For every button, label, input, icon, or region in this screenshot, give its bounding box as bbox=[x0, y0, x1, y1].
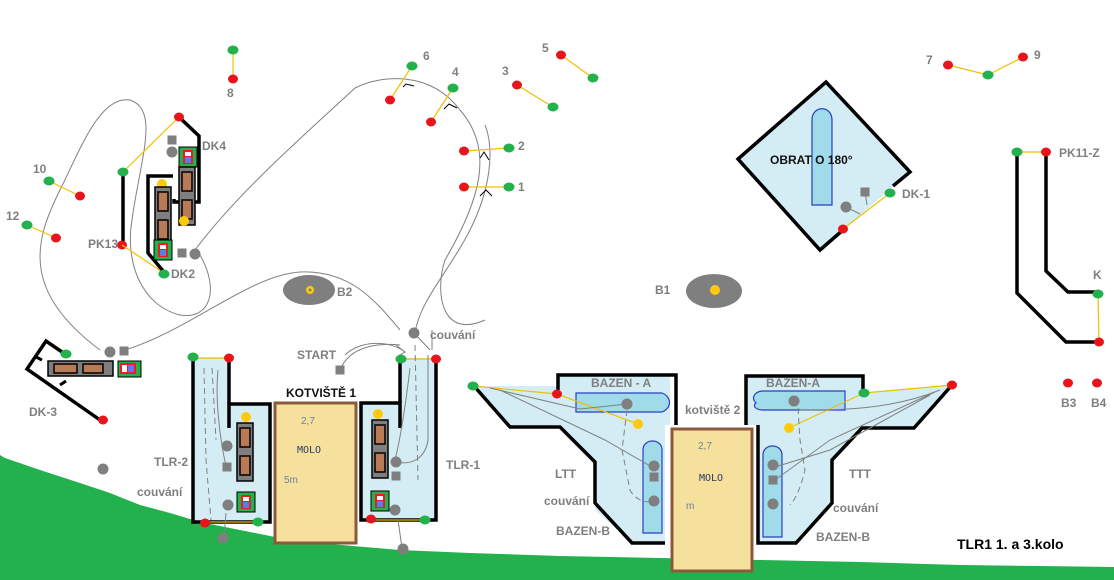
tlr1-label: TLR-1 bbox=[446, 458, 480, 472]
gate-4-label: 4 bbox=[452, 65, 459, 79]
pk13-label: PK13 bbox=[88, 237, 118, 251]
gate-6: 6 bbox=[385, 49, 430, 105]
gate-8: 8 bbox=[227, 45, 239, 100]
tlr1-station: TLR-1 couvání bbox=[359, 327, 480, 555]
gate-10-label: 10 bbox=[33, 162, 47, 176]
b4-label: B4 bbox=[1091, 396, 1107, 410]
marker bbox=[97, 463, 109, 475]
molo2-length: m bbox=[686, 501, 694, 512]
gate-8-label: 8 bbox=[227, 86, 234, 100]
dk4-station: DK4 bbox=[122, 112, 226, 226]
molo1-length: 5m bbox=[284, 475, 298, 486]
right-pool-complex: BAZEN-A TTT couvání BAZEN-B bbox=[744, 374, 957, 545]
gate-1-label: 1 bbox=[518, 180, 525, 194]
pk13-station: PK13 bbox=[88, 167, 165, 274]
dk2-label: DK2 bbox=[171, 267, 195, 281]
gate-2: 2 bbox=[459, 139, 525, 156]
gate-6-label: 6 bbox=[423, 49, 430, 63]
tlr2-couvani: couvání bbox=[137, 485, 183, 499]
tlr2-label: TLR-2 bbox=[154, 455, 188, 469]
gate-9-label: 9 bbox=[1034, 48, 1041, 62]
kotviste2-label: kotviště 2 bbox=[685, 403, 741, 417]
bazen-b-left-label: BAZEN-B bbox=[556, 524, 610, 538]
start-marker: START bbox=[297, 343, 401, 375]
ttt-label: TTT bbox=[849, 467, 872, 481]
molo1-label: MOLO bbox=[297, 445, 321, 456]
obrat-area: OBRAT O 180° DK-1 bbox=[735, 79, 930, 253]
dk2-station: DK2 bbox=[146, 174, 201, 281]
ltt-label: LTT bbox=[555, 467, 577, 481]
left-pool-complex: BAZEN - A LTT couvání BAZEN-B bbox=[467, 373, 678, 545]
pk11z-label: PK11-Z bbox=[1059, 146, 1100, 160]
buoy-b3-b4: B3 B4 bbox=[1061, 378, 1107, 410]
dk1-label: DK-1 bbox=[902, 187, 930, 201]
ltt-couvani: couvání bbox=[544, 494, 590, 508]
k-label: K bbox=[1093, 268, 1102, 282]
gate-3-label: 3 bbox=[502, 64, 509, 78]
bazen-b-right-label: BAZEN-B bbox=[816, 530, 870, 544]
gate-12: 12 bbox=[6, 209, 61, 243]
b1-label: B1 bbox=[655, 283, 671, 297]
gate-12-label: 12 bbox=[6, 209, 20, 223]
b2-label: B2 bbox=[337, 285, 353, 299]
gate-7-label: 7 bbox=[926, 53, 933, 67]
ttt-couvani: couvání bbox=[833, 501, 879, 515]
gate-10: 10 bbox=[33, 162, 85, 201]
molo2-label: MOLO bbox=[699, 473, 723, 484]
gate-1: 1 bbox=[459, 180, 525, 194]
start-label: START bbox=[297, 348, 337, 362]
route-path bbox=[39, 78, 493, 357]
molo-1: KOTVIŠTĚ 1 2,7 MOLO 5m bbox=[273, 385, 358, 545]
gate-4: 4 bbox=[426, 65, 459, 127]
dk3-station: DK-3 bbox=[24, 338, 142, 425]
gate-5: 5 bbox=[542, 41, 599, 83]
diagram-title: TLR1 1. a 3.kolo bbox=[957, 536, 1064, 552]
bazen-a-right-label: BAZEN-A bbox=[766, 376, 820, 390]
gate-2-label: 2 bbox=[518, 139, 525, 153]
gate-7-9: 7 9 bbox=[926, 48, 1041, 80]
tlr1-couvani: couvání bbox=[430, 328, 476, 342]
obrat-label: OBRAT O 180° bbox=[770, 153, 853, 167]
kotviste1-label: KOTVIŠTĚ 1 bbox=[286, 385, 356, 400]
gate-5-label: 5 bbox=[542, 41, 549, 55]
pk11z-station: PK11-Z K bbox=[1011, 146, 1104, 347]
buoy-b1: B1 bbox=[655, 274, 742, 308]
grass-bank bbox=[0, 455, 1114, 580]
gate-3: 3 bbox=[502, 64, 559, 112]
b3-label: B3 bbox=[1061, 396, 1077, 410]
buoy-b2: B2 bbox=[283, 275, 353, 305]
dk4-label: DK4 bbox=[202, 139, 226, 153]
dk3-label: DK-3 bbox=[29, 405, 57, 419]
tlr2-station: TLR-2 couvání bbox=[137, 352, 272, 544]
bazen-a-left-label: BAZEN - A bbox=[591, 376, 652, 390]
molo2-depth: 2,7 bbox=[698, 441, 712, 452]
molo-2: kotviště 2 2,7 MOLO m bbox=[670, 403, 754, 573]
molo1-depth: 2,7 bbox=[301, 416, 315, 427]
